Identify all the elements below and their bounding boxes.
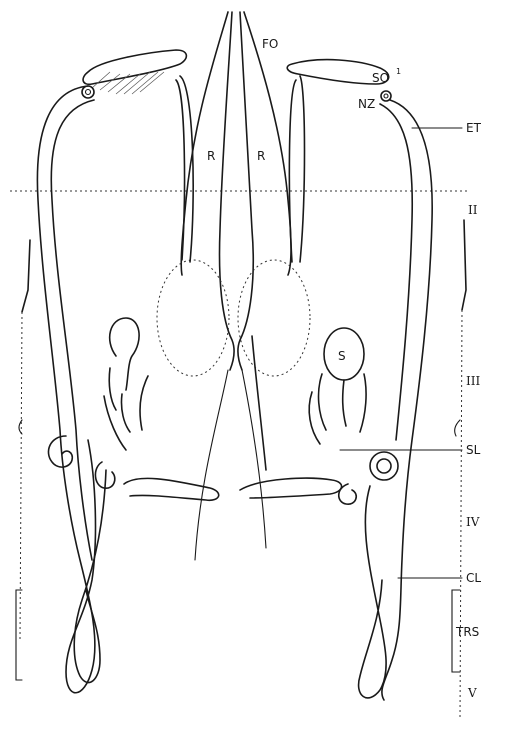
- label-cl: CL: [466, 571, 481, 585]
- label-fo: FO: [262, 37, 278, 51]
- right-fingers: [309, 328, 366, 444]
- segment-iii: III: [466, 374, 480, 388]
- right-excretory-tube: [289, 76, 432, 700]
- left-excretory-tube: [37, 76, 193, 693]
- segment-v: V: [467, 686, 477, 700]
- left-body-outline: [16, 240, 30, 680]
- label-nz: NZ: [358, 97, 375, 111]
- left-coils: [48, 436, 218, 500]
- label-so-sup: 1: [396, 67, 401, 76]
- label-et: ET: [466, 121, 482, 135]
- right-coils: [240, 452, 398, 698]
- right-dotted-oval: [238, 260, 310, 376]
- right-body-outline: [452, 220, 466, 720]
- left-fingers: [104, 318, 148, 450]
- segment-iv: IV: [466, 515, 480, 529]
- segment-ii: II: [468, 203, 478, 217]
- label-so: SO: [372, 71, 389, 85]
- label-r-left: R: [207, 149, 215, 163]
- left-so-bar: [82, 50, 186, 98]
- label-trs: TRS: [455, 625, 479, 639]
- label-sl: SL: [466, 443, 481, 457]
- left-dotted-oval: [157, 260, 229, 376]
- label-r-right: R: [257, 149, 265, 163]
- label-s: S: [338, 349, 346, 363]
